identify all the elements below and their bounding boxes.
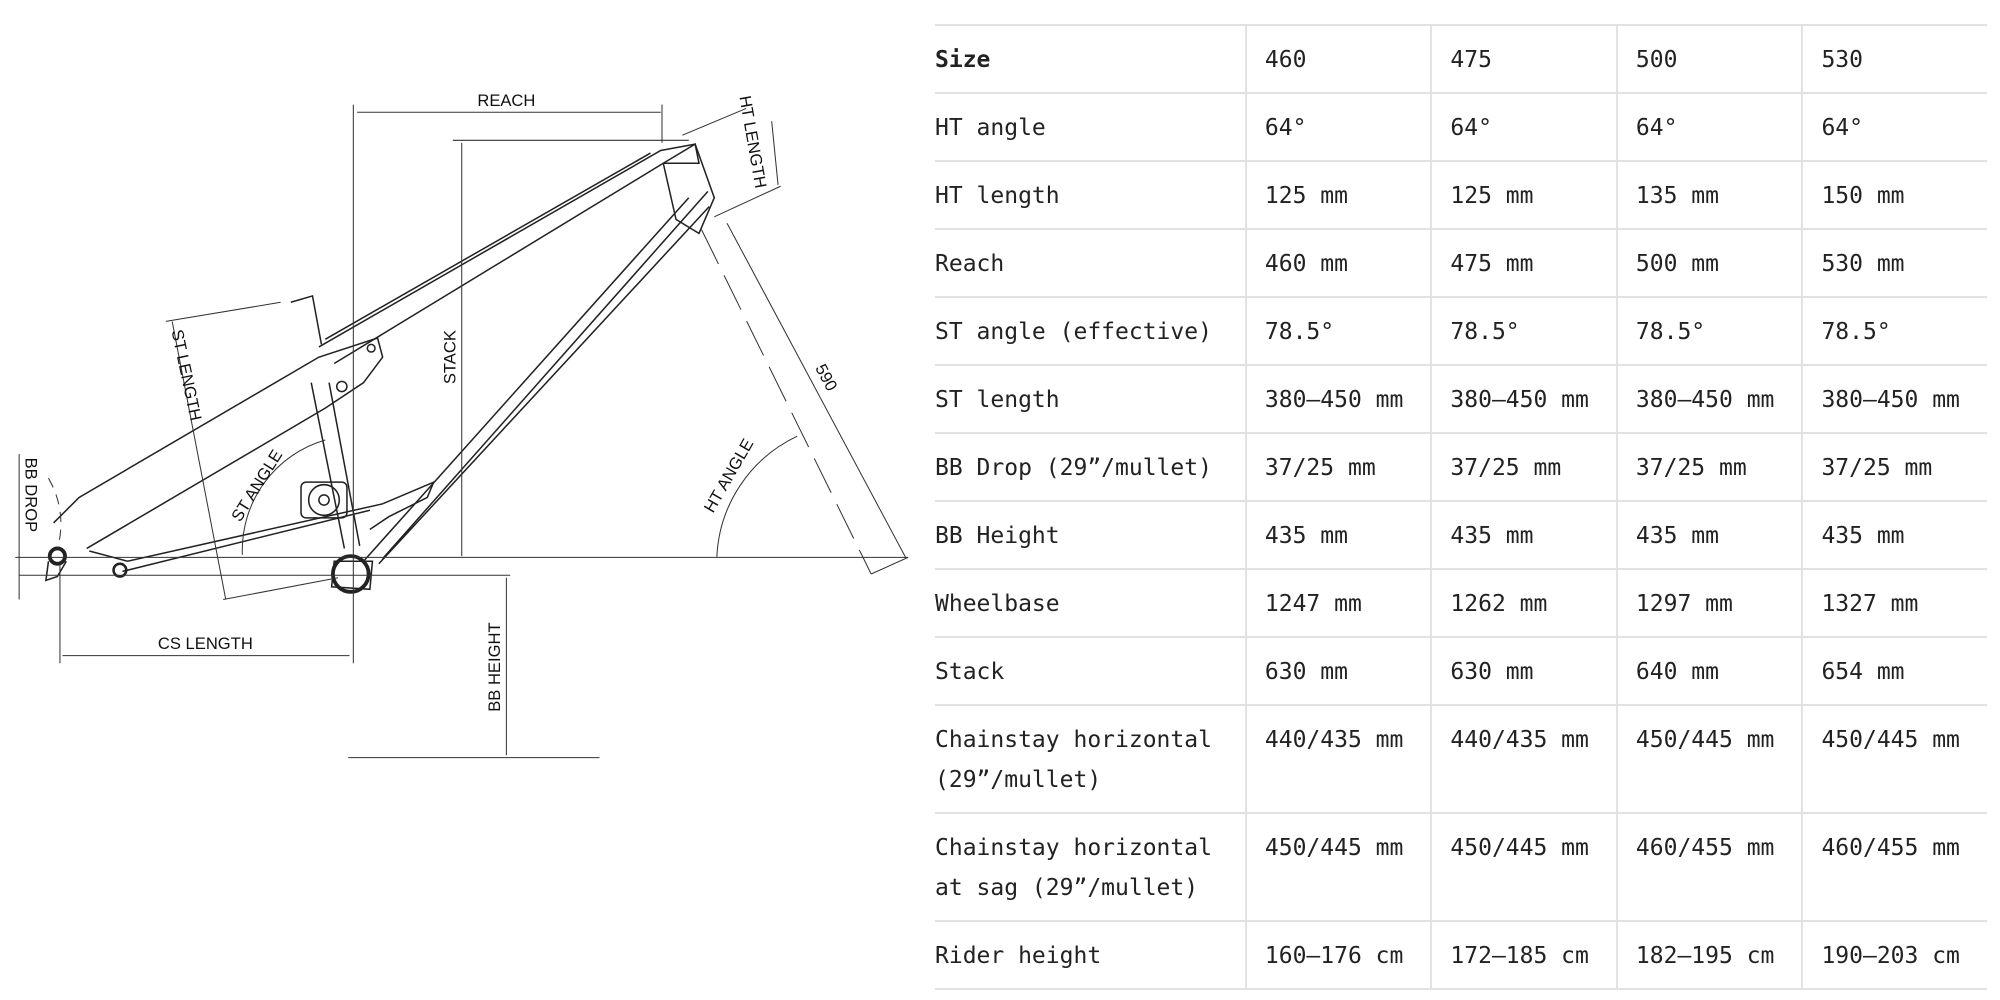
cell-value: 435 mm [1801, 500, 1987, 569]
cell-value: 380–450 mm [1801, 364, 1987, 433]
cell-value: 1262 mm [1430, 568, 1617, 637]
cell-value: 64° [1801, 92, 1987, 161]
row-label: Wheelbase [935, 568, 1246, 637]
cell-value: 450/445 mm [1615, 704, 1803, 813]
cell-value: 460 [1244, 24, 1432, 93]
cell-value: 37/25 mm [1801, 432, 1987, 501]
cell-value: 654 mm [1801, 636, 1987, 705]
cell-value: 37/25 mm [1244, 432, 1432, 501]
cell-value: 450/445 mm [1430, 812, 1617, 921]
cell-value: 475 mm [1430, 228, 1617, 297]
frame-outline [44, 142, 716, 594]
row-label: Chainstay horizontal (29”/mullet) [935, 704, 1246, 813]
row-label: HT angle [935, 92, 1246, 161]
label-ht-length: HT LENGTH [735, 94, 770, 190]
cell-value: 78.5° [1430, 296, 1617, 365]
cell-value: 630 mm [1244, 636, 1432, 705]
cell-value: 1327 mm [1801, 568, 1987, 637]
label-st-angle: ST ANGLE [227, 446, 286, 525]
cell-value: 150 mm [1801, 160, 1987, 229]
cell-value: 135 mm [1615, 160, 1803, 229]
cell-value: 1247 mm [1244, 568, 1432, 637]
cell-value: 500 [1615, 24, 1803, 93]
table-row: Chainstay horizontal at sag (29”/mullet)… [935, 812, 1987, 921]
cell-value: 435 mm [1615, 500, 1803, 569]
cell-value: 64° [1244, 92, 1432, 161]
row-label: Stack [935, 636, 1246, 705]
cell-value: 160–176 cm [1244, 920, 1432, 990]
row-label: ST angle (effective) [935, 296, 1246, 365]
cell-value: 125 mm [1244, 160, 1432, 229]
label-st-length: ST LENGTH [168, 328, 206, 423]
cell-value: 37/25 mm [1615, 432, 1803, 501]
row-label: Size [935, 24, 1246, 93]
row-label: ST length [935, 364, 1246, 433]
cell-value: 380–450 mm [1244, 364, 1432, 433]
cell-value: 64° [1615, 92, 1803, 161]
cell-value: 172–185 cm [1430, 920, 1617, 990]
row-label: BB Drop (29”/mullet) [935, 432, 1246, 501]
label-bb-height: BB HEIGHT [485, 622, 504, 711]
row-label: BB Height [935, 500, 1246, 569]
cell-value: 440/435 mm [1430, 704, 1617, 813]
cell-value: 78.5° [1615, 296, 1803, 365]
cell-value: 37/25 mm [1430, 432, 1617, 501]
cell-value: 475 [1430, 24, 1617, 93]
label-cs-length: CS LENGTH [158, 634, 253, 653]
label-reach: REACH [477, 91, 535, 110]
label-stack: STACK [440, 330, 459, 384]
dimension-lines [15, 104, 909, 759]
cell-value: 380–450 mm [1430, 364, 1617, 433]
cell-value: 125 mm [1430, 160, 1617, 229]
table-row: ST angle (effective)78.5°78.5°78.5°78.5° [935, 296, 1987, 365]
cell-value: 435 mm [1244, 500, 1432, 569]
cell-value: 64° [1430, 92, 1617, 161]
cell-value: 500 mm [1615, 228, 1803, 297]
cell-value: 78.5° [1244, 296, 1432, 365]
cell-value: 460 mm [1244, 228, 1432, 297]
cell-value: 450/445 mm [1801, 704, 1987, 813]
row-label: Rider height [935, 920, 1246, 990]
cell-value: 530 mm [1801, 228, 1987, 297]
cell-value: 460/455 mm [1615, 812, 1803, 921]
cell-value: 435 mm [1430, 500, 1617, 569]
cell-value: 1297 mm [1615, 568, 1803, 637]
cell-value: 380–450 mm [1615, 364, 1803, 433]
cell-value: 530 [1801, 24, 1987, 93]
row-label: HT length [935, 160, 1246, 229]
label-ht-angle: HT ANGLE [700, 435, 757, 515]
row-label: Chainstay horizontal at sag (29”/mullet) [935, 812, 1246, 921]
table-row: Chainstay horizontal (29”/mullet)440/435… [935, 704, 1987, 813]
cell-value: 450/445 mm [1244, 812, 1432, 921]
cell-value: 182–195 cm [1615, 920, 1803, 990]
cell-value: 630 mm [1430, 636, 1617, 705]
cell-value: 440/435 mm [1244, 704, 1432, 813]
cell-value: 78.5° [1801, 296, 1987, 365]
label-bb-drop: BB DROP [22, 458, 41, 533]
row-label: Reach [935, 228, 1246, 297]
cell-value: 640 mm [1615, 636, 1803, 705]
cell-value: 460/455 mm [1801, 812, 1987, 921]
cell-value: 190–203 cm [1801, 920, 1987, 990]
